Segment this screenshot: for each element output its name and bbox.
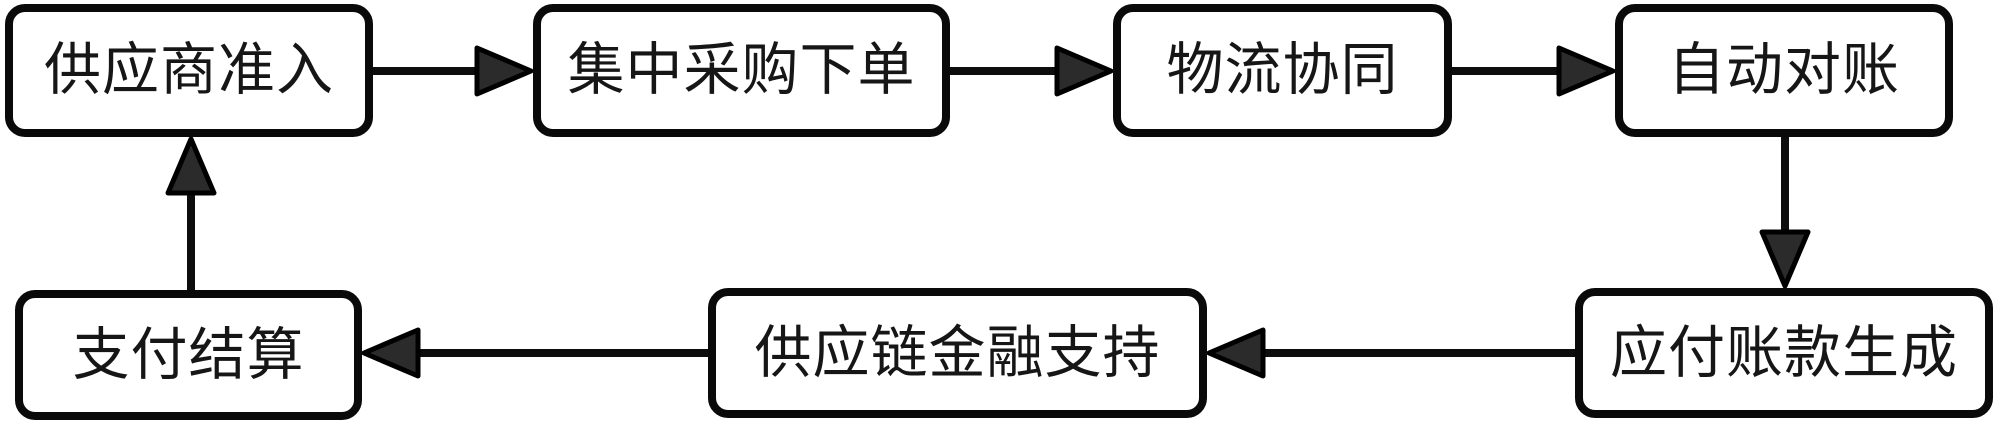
arrow-centralized-purchase-order-to-logistics-collaboration [950,45,1114,97]
node-accounts-payable-generation: 应付账款生成 [1575,288,1993,418]
node-label: 供应链金融支持 [754,320,1161,385]
node-label: 物流协同 [1166,38,1399,102]
node-label: 自动对账 [1668,38,1900,102]
arrow-payment-settlement-to-supplier-access [165,136,217,292]
arrow-accounts-payable-generation-to-supply-chain-finance-support [1206,327,1575,379]
arrow-logistics-collaboration-to-auto-reconciliation [1452,45,1616,97]
arrow-auto-reconciliation-to-accounts-payable-generation [1759,137,1811,289]
node-label: 集中采购下单 [567,38,916,102]
node-label: 供应商准入 [44,38,334,102]
node-label: 应付账款生成 [1610,320,1958,385]
node-supply-chain-finance-support: 供应链金融支持 [708,288,1207,418]
node-payment-settlement: 支付结算 [15,290,362,420]
node-label: 支付结算 [72,322,305,387]
arrow-supplier-access-to-centralized-purchase-order [373,45,534,97]
arrow-supply-chain-finance-support-to-payment-settlement [361,327,708,379]
node-supplier-access: 供应商准入 [5,4,373,137]
node-auto-reconciliation: 自动对账 [1615,4,1953,137]
node-centralized-purchase-order: 集中采购下单 [533,4,950,137]
node-logistics-collaboration: 物流协同 [1113,4,1452,137]
